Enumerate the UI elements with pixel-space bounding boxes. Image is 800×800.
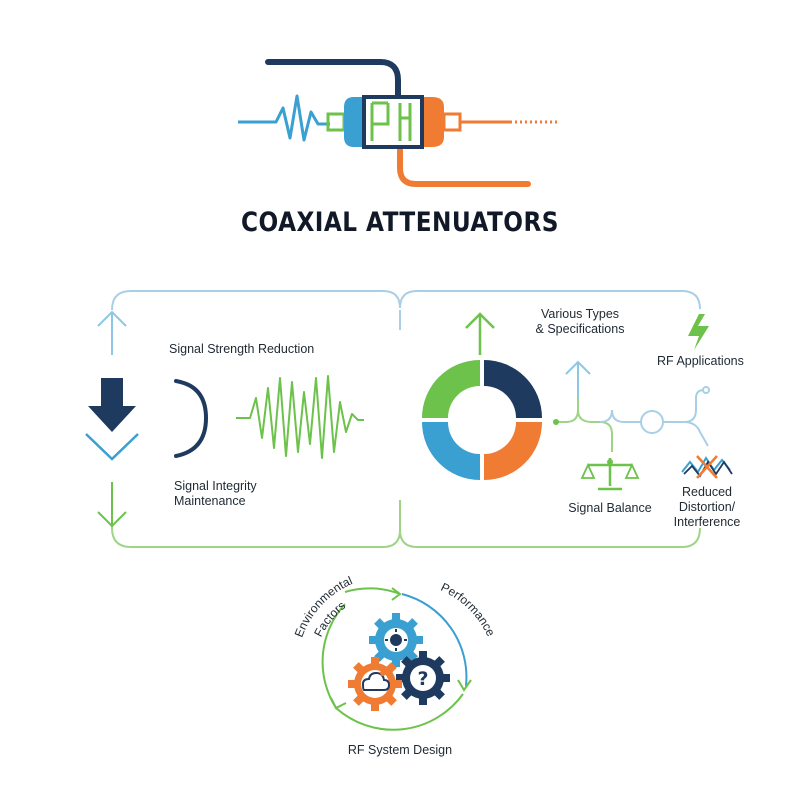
cycle-diagram [321,587,472,731]
signal-integrity-label-line2: Maintenance [174,494,246,508]
balance-scale-icon [580,458,640,491]
cloud-icon [361,670,391,691]
page-title: COAXIAL ATTENUATORS [241,207,559,238]
signal-balance-label: Signal Balance [568,501,652,515]
arrow-down-icon [97,482,127,528]
reduced-distortion-label-line1: Reduced [681,485,733,499]
gear-icon [348,657,402,711]
rf-applications-label: RF Applications [657,354,744,368]
svg-text:?: ? [417,668,428,690]
various-types-label-line2: & Specifications [535,322,625,336]
lightning-bolt-icon [688,314,709,350]
sine-wave-icon [238,94,330,142]
rf-system-design-label: RF System Design [347,743,453,757]
reduced-distortion-label-line3: Interference [673,515,741,529]
performance-label: Performance [439,580,498,639]
various-types-label-line1: Various Types [540,307,620,321]
distortion-wave-icon [681,455,733,479]
coaxial-attenuator-icon [238,59,560,187]
connection-lines [553,360,710,452]
donut-ring-icon [422,360,542,480]
reduced-distortion-label-line2: Distortion/ [678,500,736,514]
signal-strength-reduction-label: Signal Strength Reduction [169,342,315,356]
bracket-frame [111,290,701,548]
arrow-up-icon [465,312,495,355]
bracket-icon [174,379,209,458]
arrow-down-icon [88,378,136,432]
signal-integrity-label-line1: Signal Integrity [174,479,257,493]
oscillating-wave-icon [236,375,364,459]
chevron-down-icon [85,433,139,461]
question-gear-icon: ? [396,651,450,705]
arrow-up-icon [97,310,127,355]
